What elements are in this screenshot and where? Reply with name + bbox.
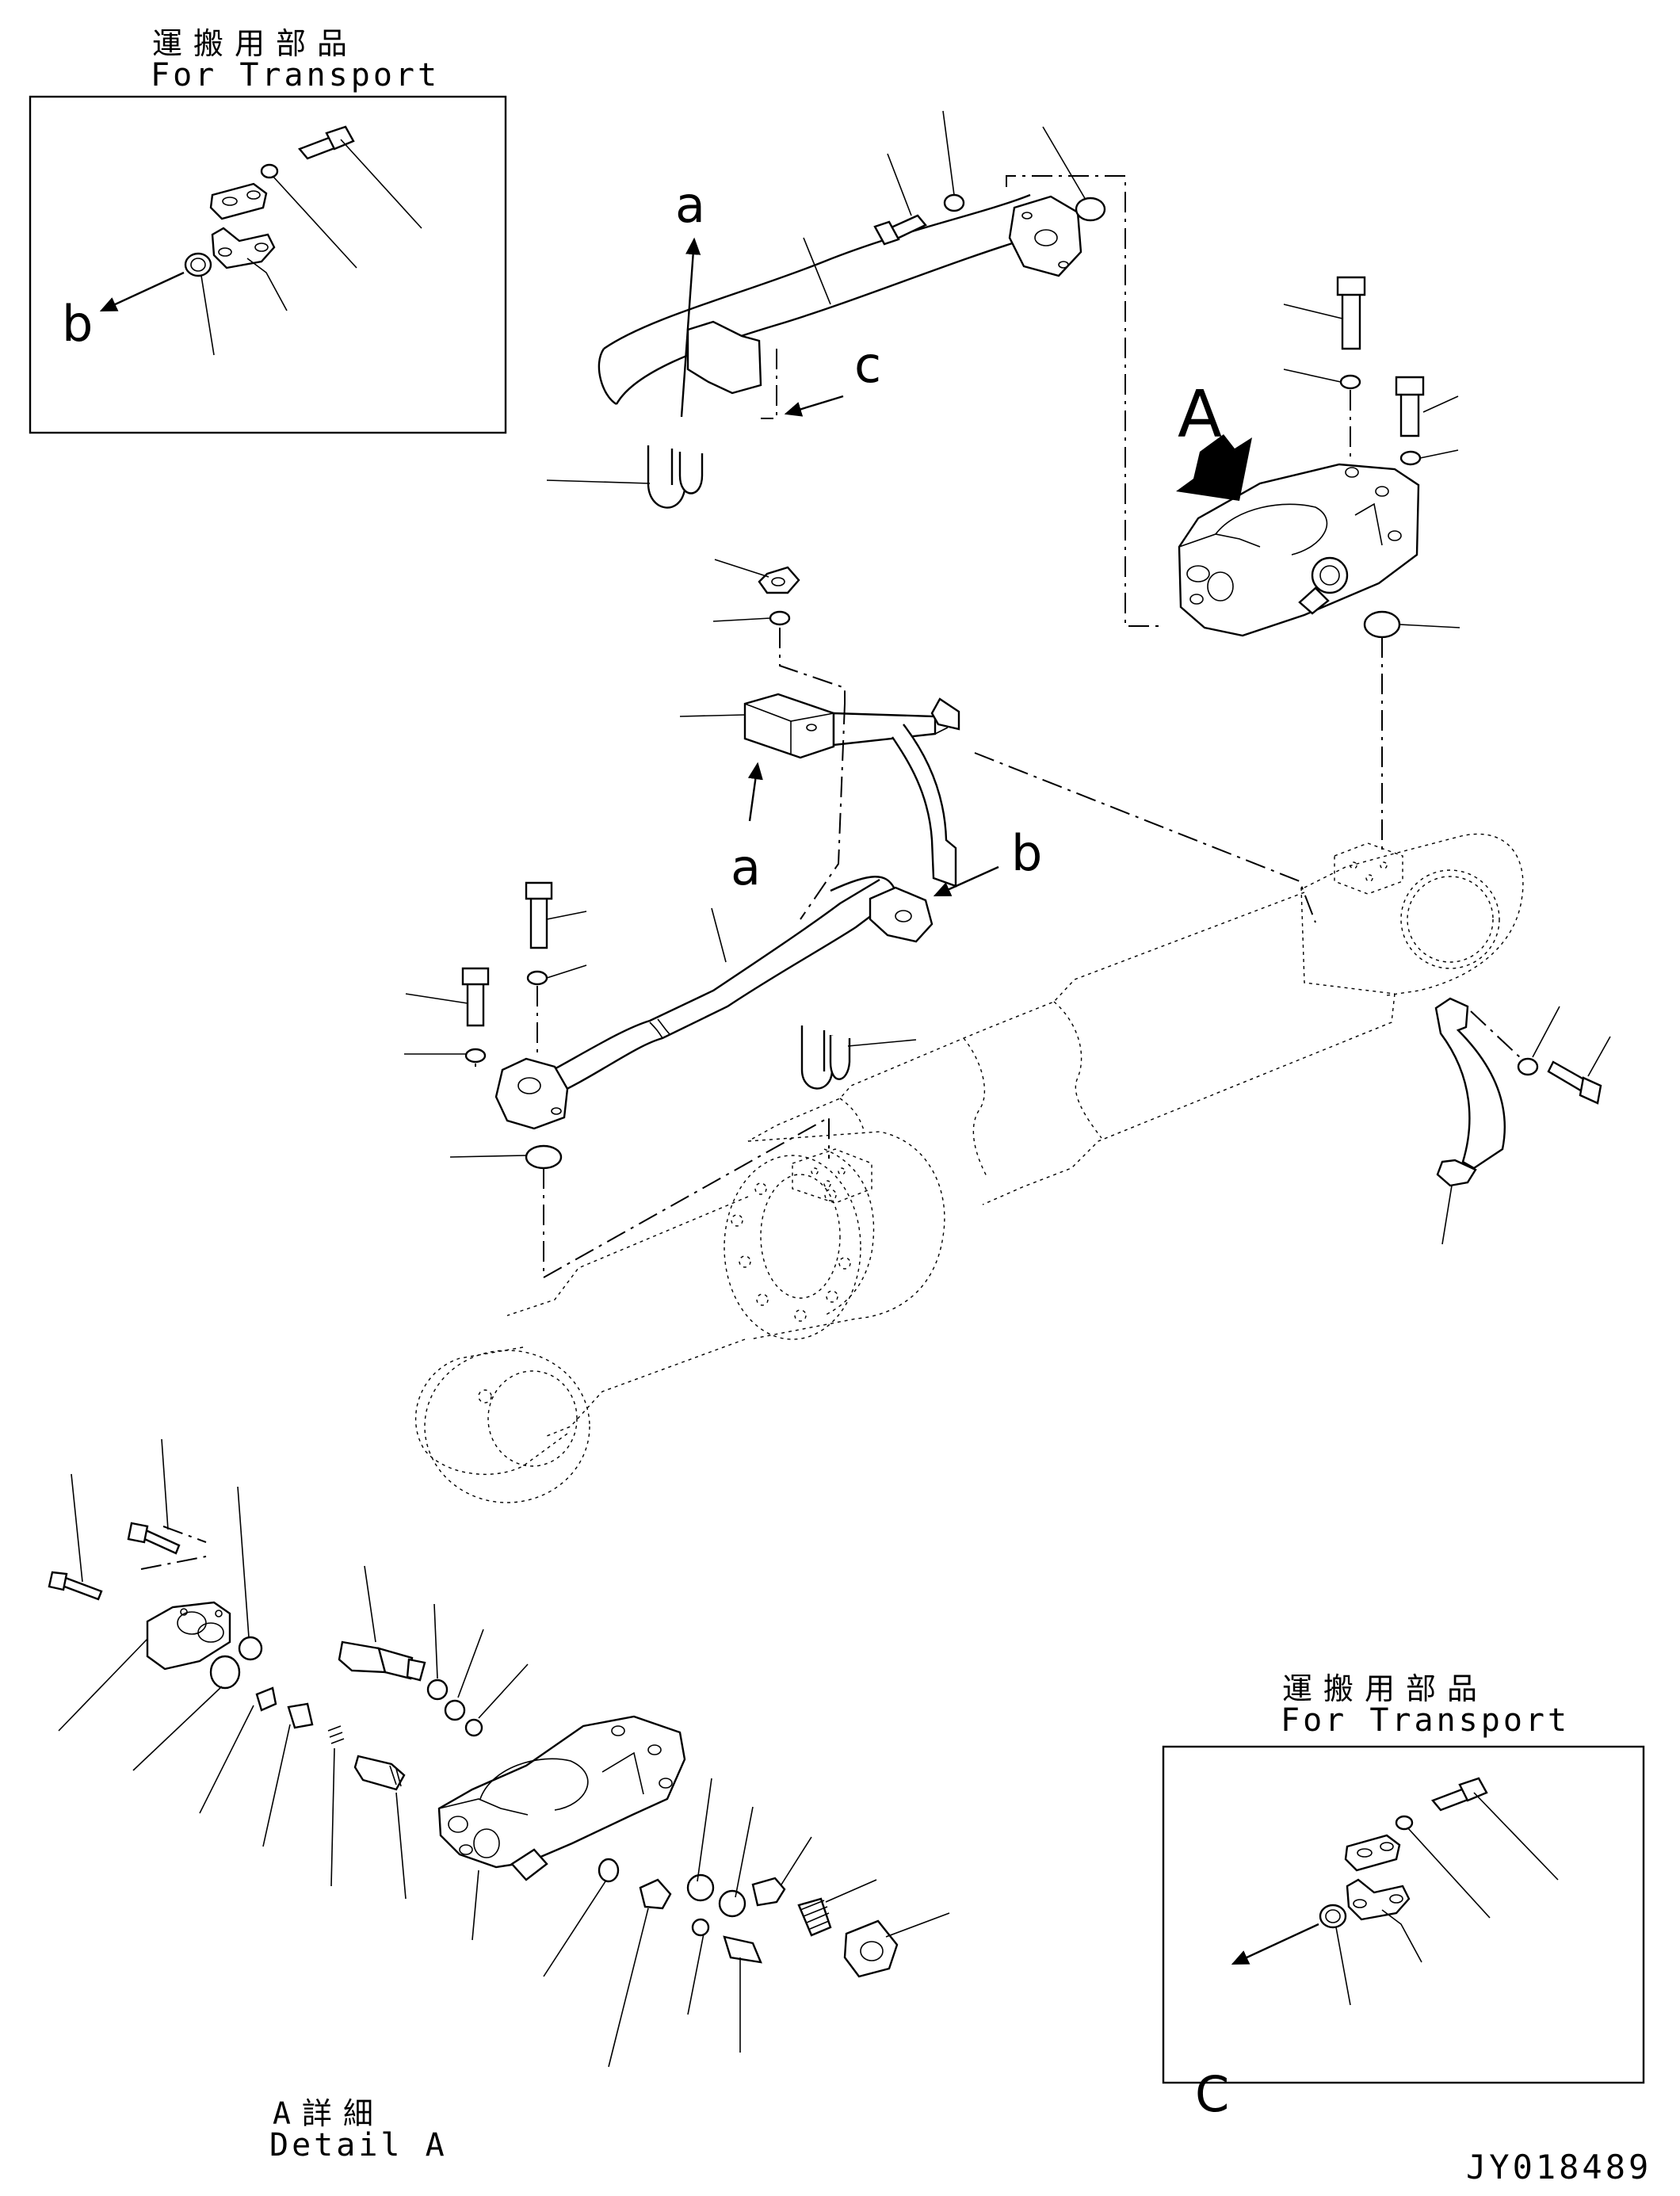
inset-top-leaders <box>99 139 422 356</box>
hydraulic-cylinder <box>414 833 1524 1503</box>
inset-bottom-o-ring <box>1319 1904 1347 1929</box>
inset-bottom-flange-half-lower <box>1346 1878 1411 1921</box>
upper-hose-clamp <box>647 445 704 509</box>
detail-title-jp: A詳細 <box>273 2096 384 2131</box>
ref-c-top: c <box>854 336 882 394</box>
inset-top-ref-b: b <box>62 295 94 353</box>
inset-top-title-en: For Transport <box>151 57 441 94</box>
upper-bolt <box>873 214 927 246</box>
detail-a-leaders <box>58 1438 950 2068</box>
ref-a-top: a <box>675 176 705 234</box>
valve-a-leaders <box>1283 304 1460 856</box>
detail-a-screws <box>48 1522 181 1601</box>
detail-a-plugs <box>639 1877 899 1978</box>
inset-top-washer <box>260 163 279 179</box>
upper-tube <box>598 193 1082 406</box>
detail-a-o-rings <box>209 1636 746 1937</box>
drawing-code: JY018489 <box>1466 2148 1652 2186</box>
ref-b-mid: b <box>1011 824 1043 882</box>
inset-top-frame <box>29 95 507 434</box>
bracket-nut <box>758 566 800 626</box>
detail-a-relief-valve <box>338 1640 426 1682</box>
inset-top-title-jp: 運搬用部品 <box>152 26 359 61</box>
bracket-leaders <box>679 559 1316 923</box>
inset-top-flange-half-lower <box>211 227 276 269</box>
inset-bottom-title-en: For Transport <box>1281 1702 1571 1739</box>
detail-a-spring-plunger <box>255 1686 406 1791</box>
bracket-assembly <box>743 693 960 888</box>
inset-bottom-title-jp: 運搬用部品 <box>1282 1671 1489 1706</box>
inset-top-flange-half-upper <box>209 182 268 220</box>
middle-bolts <box>461 881 563 1170</box>
ref-a-mid: a <box>731 838 761 896</box>
detail-title-en: Detail A <box>269 2127 448 2164</box>
upper-o-ring <box>1075 197 1106 222</box>
middle-leaders <box>404 907 917 1279</box>
band-clamp-leaders <box>1441 1006 1611 1245</box>
inset-bottom-washer <box>1395 1815 1414 1831</box>
view-letter-a: A <box>1178 377 1223 453</box>
inset-top-o-ring <box>184 252 212 277</box>
detail-a-cover <box>146 1601 231 1671</box>
detail-a-valve-body <box>437 1715 686 1881</box>
middle-tube <box>494 876 934 1130</box>
view-a-arrow <box>1176 434 1252 501</box>
middle-hose-clamp <box>800 1025 851 1090</box>
inset-bottom-leaders <box>1231 1792 1559 2006</box>
band-clamp <box>1434 997 1602 1187</box>
inset-bottom-bolt <box>1431 1777 1488 1812</box>
inset-bottom-flange-half-upper <box>1344 1834 1401 1872</box>
upper-leaders <box>546 110 1165 627</box>
upper-washer <box>943 193 965 212</box>
inset-top-bolt <box>298 125 355 160</box>
inset-bottom-ref-c: C <box>1195 2065 1230 2123</box>
inset-bottom-frame <box>1162 1745 1645 2084</box>
valve-block-a <box>1178 463 1420 637</box>
